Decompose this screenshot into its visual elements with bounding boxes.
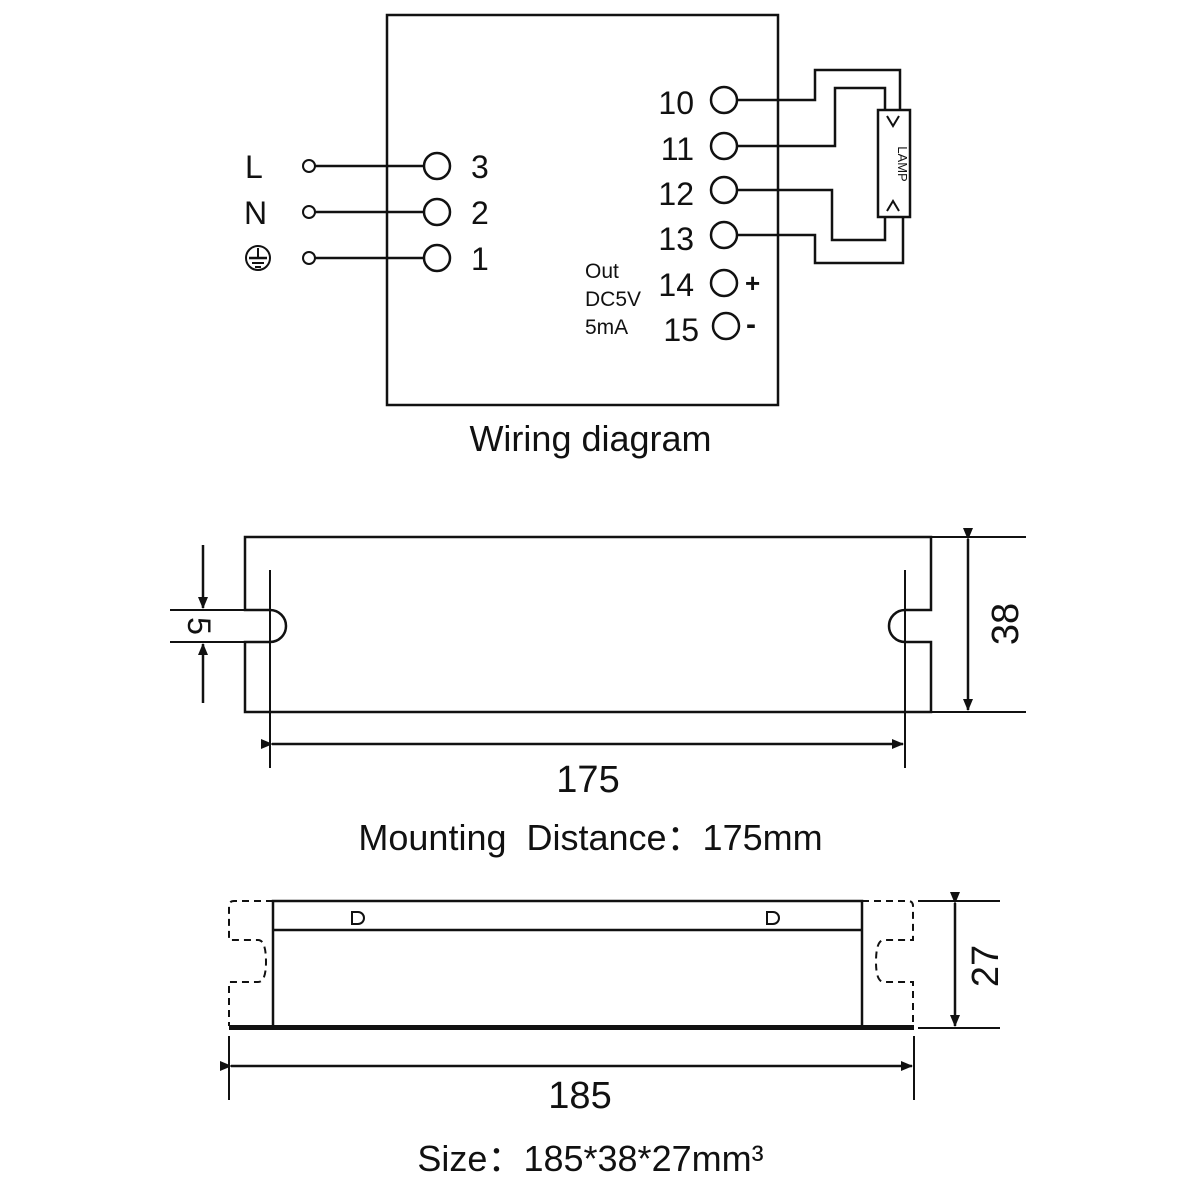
height-value: 38 [985,603,1027,645]
terminal-13 [709,220,739,250]
lamp-wiring [737,68,905,265]
lamp: LAMP [876,108,912,219]
size-caption: Size：185*38*27mm³ [417,1138,764,1179]
terminal-15 [711,311,741,341]
terminal-10-number: 10 [658,85,694,121]
out-label: Out [585,260,619,283]
mounting-tabs-dashed [228,900,914,1026]
driver-body [271,899,864,1029]
mounting-plate-outline [243,535,933,714]
mounting-distance-caption: Mounting Distance：175mm [358,817,823,858]
terminal-1 [422,243,452,273]
side-height-value: 27 [965,945,1007,987]
neutral-input-dot [302,205,316,219]
slot-width-value: 5 [181,617,217,635]
wiring-diagram-caption: Wiring diagram [469,418,712,459]
mounting-distance-value: 175 [556,759,619,801]
neutral-label: N [244,195,267,231]
base-plate [229,1025,914,1030]
line-input-dot [302,159,316,173]
terminal-11 [709,131,739,161]
lamp-label: LAMP [895,146,910,181]
length-value: 185 [548,1075,611,1117]
terminal-3 [422,151,452,181]
plus-sign: + [745,268,760,298]
terminal-13-number: 13 [658,221,694,257]
out-current-label: 5mA [585,316,628,339]
driver-box [385,13,780,407]
terminal-11-number: 11 [661,131,694,167]
wiring-diagram: L 3 N 2 1 10 [244,13,912,407]
terminal-10 [709,85,739,115]
side-view-diagram: 185 27 [220,892,1007,1117]
terminal-2-number: 2 [471,195,489,231]
terminal-2 [422,197,452,227]
ground-input-dot [302,251,316,265]
terminal-12 [709,175,739,205]
screw-icon [351,911,365,925]
terminal-14 [709,268,739,298]
input-terminal-row: 1 [245,241,489,277]
out-voltage-label: DC5V [585,288,641,311]
terminal-15-number: 15 [663,312,699,348]
input-terminal-row: L 3 [245,149,489,185]
terminal-3-number: 3 [471,149,489,185]
mounting-diagram: 175 38 5 [170,528,1027,801]
terminal-14-number: 14 [658,267,694,303]
terminal-12-number: 12 [658,176,694,212]
screw-icon [766,911,780,925]
ground-icon [245,245,271,271]
terminal-1-number: 1 [471,241,489,277]
minus-sign: - [746,308,756,341]
line-label: L [245,149,263,185]
input-terminal-row: N 2 [244,195,489,231]
